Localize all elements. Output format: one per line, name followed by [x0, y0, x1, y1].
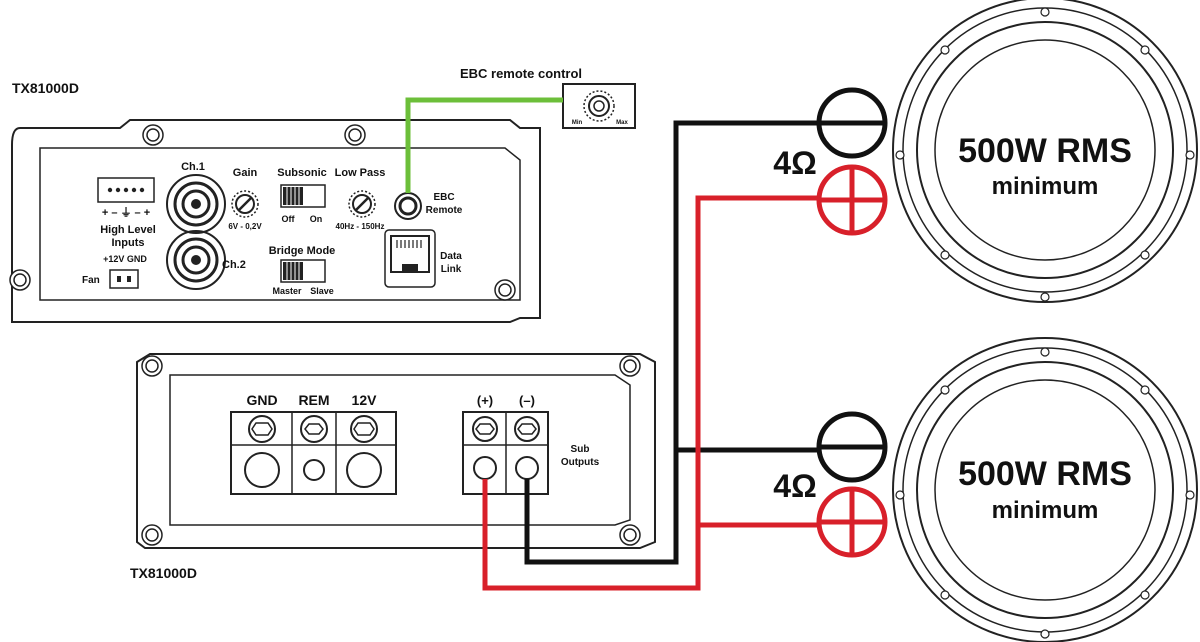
ch1-label: Ch.1	[181, 161, 205, 173]
rca-ch1	[166, 174, 226, 234]
bridge-slave: Slave	[310, 286, 334, 296]
remote-max: Max	[616, 120, 628, 126]
low-pass-knob-icon	[348, 190, 376, 218]
positive-wire	[482, 195, 818, 591]
remote-wire	[405, 97, 563, 193]
speaker-top-positive-terminal	[816, 164, 888, 236]
low-pass-range: 40Hz - 150Hz	[336, 222, 385, 231]
bottom-amp-model: TX81000D	[130, 565, 197, 581]
sub-outputs-label-1: Sub	[571, 444, 590, 455]
high-level-label-2: Inputs	[112, 237, 145, 249]
rem-label: REM	[298, 392, 329, 408]
speaker-top-negative-terminal	[816, 87, 888, 159]
speaker-bottom-minimum: minimum	[992, 497, 1099, 524]
bridge-mode-label: Bridge Mode	[269, 245, 336, 257]
gain-knob-icon	[231, 190, 259, 218]
speaker-top-impedance: 4Ω	[773, 145, 816, 181]
speaker-top: 500W RMS minimum	[892, 0, 1198, 303]
speaker-bottom-impedance: 4Ω	[773, 468, 816, 504]
ebc-remote-control: EBC remote control Min Max	[460, 66, 636, 129]
speaker-top-minimum: minimum	[992, 173, 1099, 200]
bottom-amp-screw	[619, 524, 641, 546]
data-link-label-1: Data	[440, 251, 462, 262]
high-level-polarity: + – ⏚ – +	[102, 206, 150, 219]
speaker-bottom: 500W RMS minimum	[892, 337, 1198, 642]
plus-terminal-label: (+)	[477, 393, 493, 408]
speaker-bottom-rating: 500W RMS	[958, 455, 1132, 493]
subsonic-label: Subsonic	[277, 167, 327, 179]
ch2-label: Ch.2	[222, 259, 246, 271]
bottom-amp-panel	[169, 374, 631, 526]
subsonic-on: On	[310, 214, 323, 224]
bottom-amp-screw	[141, 524, 163, 546]
fan-connector	[109, 269, 139, 289]
ebc-remote-jack	[394, 192, 422, 220]
speaker-top-rating: 500W RMS	[958, 132, 1132, 170]
bottom-amp-screw	[619, 355, 641, 377]
low-pass-label: Low Pass	[335, 167, 386, 179]
speaker-bottom-negative-terminal	[816, 411, 888, 483]
bottom-amp-screw	[141, 355, 163, 377]
data-link-port-icon	[384, 229, 436, 288]
remote-min: Min	[572, 120, 583, 126]
bridge-mode-switch	[280, 259, 326, 283]
top-amp-screw	[344, 124, 366, 146]
gain-label: Gain	[233, 167, 258, 179]
minus-terminal-label: (–)	[519, 393, 535, 408]
12v-label: 12V	[352, 392, 378, 408]
ebc-label-2: Remote	[426, 205, 463, 216]
speaker-bottom-positive-terminal	[816, 486, 888, 558]
power-terminal-block	[230, 411, 397, 495]
remote-title: EBC remote control	[460, 66, 582, 81]
top-amp-screw	[494, 279, 516, 301]
fan-label: Fan	[82, 275, 100, 286]
subsonic-off: Off	[282, 214, 296, 224]
fan-pins-label: +12V GND	[103, 254, 147, 264]
top-amp-screw	[142, 124, 164, 146]
ebc-label-1: EBC	[433, 192, 454, 203]
gain-range: 6V - 0,2V	[228, 222, 262, 231]
negative-wire	[524, 120, 818, 565]
top-amplifier: TX81000D + – ⏚ – + High Level Inputs +12…	[9, 80, 541, 323]
top-amp-model: TX81000D	[12, 80, 79, 96]
subsonic-switch	[280, 184, 326, 208]
sub-outputs-label-2: Outputs	[561, 457, 600, 468]
high-level-label-1: High Level	[100, 224, 156, 236]
top-amp-screw	[9, 269, 31, 291]
data-link-label-2: Link	[441, 264, 462, 275]
bridge-master: Master	[272, 286, 302, 296]
speaker-terminal-block	[462, 411, 549, 495]
bottom-amplifier: TX81000D GND REM 12V (+) (–)	[130, 353, 656, 581]
top-amp-panel	[39, 147, 521, 301]
gnd-label: GND	[246, 392, 277, 408]
rca-ch2	[166, 230, 226, 290]
